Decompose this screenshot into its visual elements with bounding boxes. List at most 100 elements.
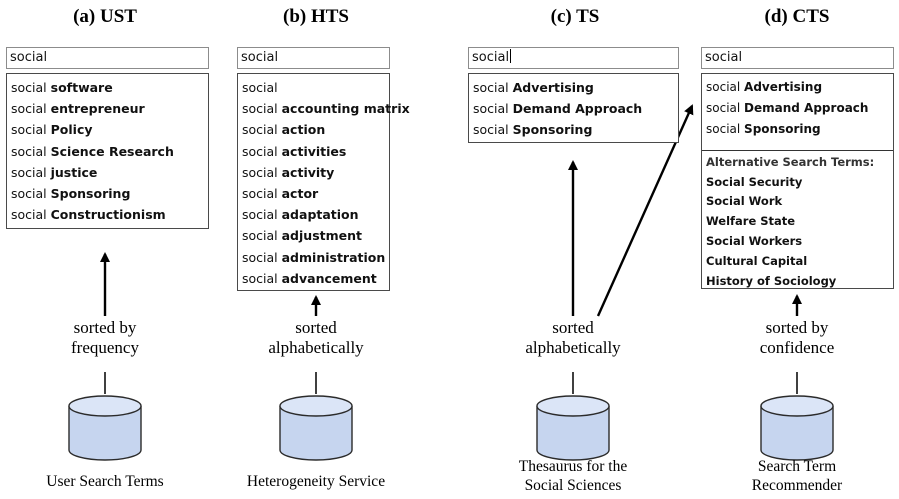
list-item[interactable]: social Policy <box>7 119 208 140</box>
item-prefix: social <box>473 122 509 138</box>
sort-label-line: sorted by <box>765 318 829 337</box>
search-value: social <box>472 50 510 65</box>
panel-a-title: (a) UST <box>73 6 137 27</box>
list-item[interactable]: social <box>238 77 389 98</box>
panel-a-source-caption: User Search Terms <box>20 472 190 491</box>
panel-c-title: (c) TS <box>550 6 600 27</box>
list-item[interactable]: social Advertising <box>469 77 678 98</box>
item-prefix: social <box>11 207 47 223</box>
list-item[interactable]: social Sponsoring <box>702 119 893 140</box>
alternative-term[interactable]: Social Work <box>706 194 783 209</box>
sort-label-line: frequency <box>71 338 139 357</box>
sort-label-line: sorted by <box>73 318 137 337</box>
source-caption-line: Search Term <box>757 458 837 475</box>
item-prefix: social <box>11 143 47 159</box>
item-term: Policy <box>50 122 93 138</box>
item-term: adjustment <box>281 228 362 244</box>
panel-d-search-input[interactable]: social <box>701 47 894 69</box>
text-cursor <box>510 49 512 63</box>
alternative-term[interactable]: Social Security <box>706 174 803 189</box>
list-item[interactable]: social Science Research <box>7 141 208 162</box>
item-prefix: social <box>473 80 509 95</box>
item-term: adaptation <box>281 207 359 223</box>
item-term: Advertising <box>512 80 594 95</box>
item-term: justice <box>50 164 98 180</box>
item-term: action <box>281 122 326 138</box>
item-prefix: social <box>242 80 278 95</box>
item-prefix: social <box>706 122 741 137</box>
item-term: activity <box>281 164 335 180</box>
alternative-term[interactable]: History of Sociology <box>706 273 837 288</box>
panel-a-sort-label: sorted by frequency <box>45 318 165 358</box>
panel-c-source-caption: Thesaurus for the Social Sciences <box>488 457 658 495</box>
list-item[interactable]: social accounting matrix <box>238 98 410 119</box>
list-item[interactable]: social entrepreneur <box>7 98 208 119</box>
alternative-term[interactable]: Cultural Capital <box>706 253 808 268</box>
item-prefix: social <box>706 80 741 94</box>
item-prefix: social <box>242 228 278 244</box>
item-prefix: social <box>11 101 47 117</box>
item-term: Sponsoring <box>512 122 593 138</box>
item-prefix: social <box>242 185 278 201</box>
item-prefix: social <box>242 164 278 180</box>
item-prefix: social <box>242 270 278 286</box>
list-item[interactable]: social Sponsoring <box>469 119 678 140</box>
panel-c-sort-label: sorted alphabetically <box>516 318 630 358</box>
item-prefix: social <box>473 101 509 117</box>
item-prefix: social <box>11 164 47 180</box>
item-term: entrepreneur <box>50 101 145 117</box>
panel-b-source-caption: Heterogeneity Service <box>226 472 406 491</box>
item-term: Demand Approach <box>744 101 869 116</box>
item-term: Sponsoring <box>744 122 821 137</box>
panel-d-title: (d) CTS <box>764 6 830 27</box>
database-c <box>536 395 610 461</box>
item-prefix: social <box>242 101 278 117</box>
section-divider <box>702 149 893 151</box>
item-prefix: social <box>11 122 47 138</box>
panel-c-suggestion-list: social Advertising social Demand Approac… <box>468 73 679 143</box>
database-a <box>68 395 142 461</box>
panel-b-title: (b) HTS <box>283 6 349 27</box>
list-item[interactable]: social activities <box>238 141 389 162</box>
item-prefix: social <box>11 80 47 95</box>
panel-d-source-caption: Search Term Recommender <box>727 457 867 495</box>
database-d <box>760 395 834 461</box>
list-item[interactable]: social adjustment <box>238 225 389 246</box>
sort-label-line: confidence <box>759 338 835 357</box>
item-prefix: social <box>242 143 278 159</box>
list-item[interactable]: social activity <box>238 162 389 183</box>
list-item[interactable]: social justice <box>7 162 208 183</box>
item-prefix: social <box>242 207 278 223</box>
item-term: accounting matrix <box>281 101 410 117</box>
panel-d-sort-label: sorted by confidence <box>742 318 852 358</box>
item-term: administration <box>281 249 386 265</box>
source-caption-line: Recommender <box>751 477 843 494</box>
item-term: Advertising <box>744 80 823 94</box>
item-term: Science Research <box>50 143 174 159</box>
list-item[interactable]: social Advertising <box>702 77 893 98</box>
list-item[interactable]: social Constructionism <box>7 204 208 225</box>
item-prefix: social <box>242 122 278 138</box>
item-prefix: social <box>242 249 278 265</box>
list-item[interactable]: social advancement <box>238 268 389 289</box>
item-term: actor <box>281 185 319 201</box>
list-item[interactable]: social action <box>238 119 389 140</box>
list-item[interactable]: social administration <box>238 247 389 268</box>
sort-label-line: sorted <box>295 318 337 337</box>
panel-b-suggestion-list: social social accounting matrix social a… <box>237 73 410 291</box>
alternative-terms-header: Alternative Search Terms: <box>706 154 875 169</box>
list-item[interactable]: social Sponsoring <box>7 183 208 204</box>
panel-a-search-input[interactable]: social <box>6 47 209 69</box>
alternative-term[interactable]: Welfare State <box>706 214 796 229</box>
item-term: Demand Approach <box>512 101 643 117</box>
list-item[interactable]: social Demand Approach <box>469 98 678 119</box>
panel-c-search-input[interactable]: social <box>468 47 679 69</box>
alternative-term[interactable]: Social Workers <box>706 233 803 248</box>
panel-b-search-input[interactable]: social <box>237 47 390 69</box>
list-item[interactable]: social adaptation <box>238 204 389 225</box>
list-item[interactable]: social software <box>7 77 208 98</box>
list-item[interactable]: social Demand Approach <box>702 98 893 119</box>
list-item[interactable]: social actor <box>238 183 389 204</box>
